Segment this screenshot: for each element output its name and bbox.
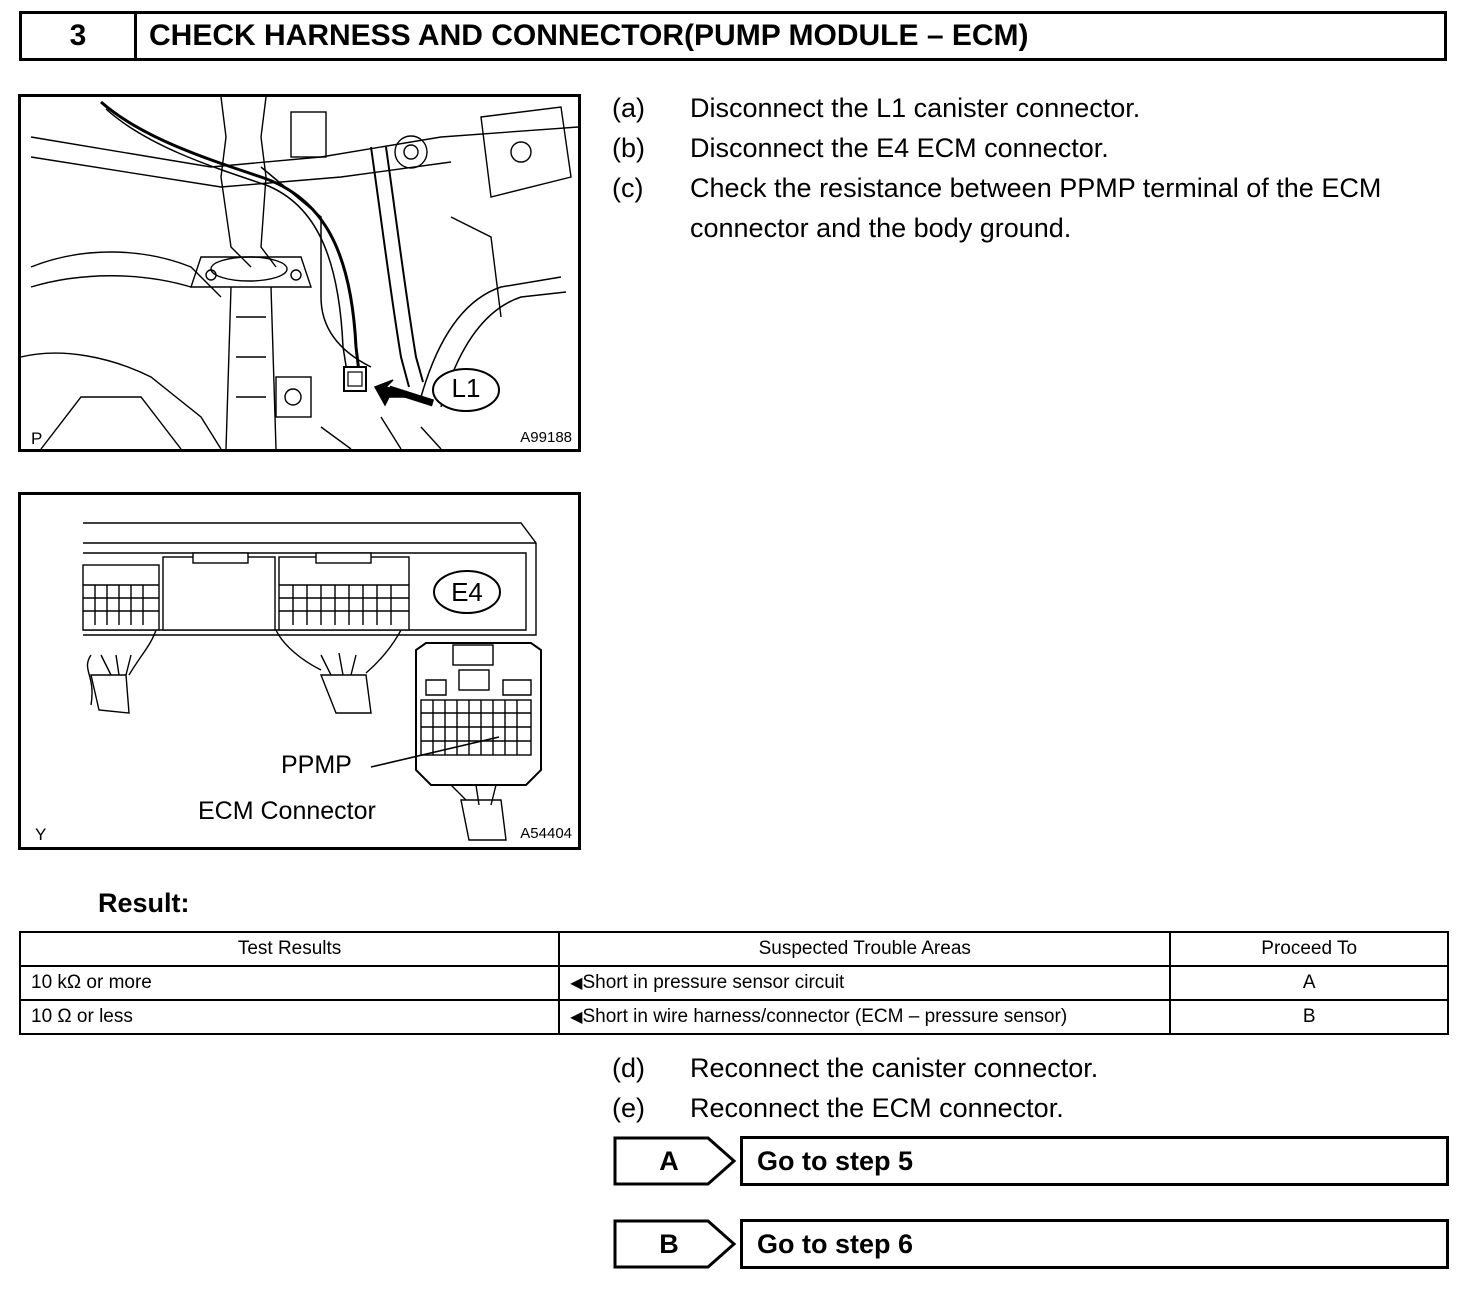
next-step-b[interactable]: B Go to step 6 — [613, 1219, 1449, 1269]
result-b-letter: B — [659, 1228, 679, 1259]
instruction-letter: (c) — [612, 173, 644, 203]
table-header-row: Test Results Suspected Trouble Areas Pro… — [18, 931, 1449, 967]
connector-label-e4: E4 — [451, 577, 483, 607]
pointer-arrow-icon: ◀ — [570, 975, 583, 992]
figure-canister-connector: L1 P A99188 — [18, 94, 581, 452]
figure-ecm-connector: E4 PPMP ECM Connector Y A54404 — [18, 492, 581, 850]
instructions-bottom: (d) Reconnect the canister connector. (e… — [612, 1048, 1457, 1128]
instruction-text: Reconnect the canister connector. — [690, 1053, 1099, 1083]
table-row: 10 Ω or less ◀Short in wire harness/conn… — [18, 999, 1449, 1035]
instruction-letter: (e) — [612, 1093, 645, 1123]
proceed-cell: B — [1169, 999, 1449, 1035]
ecm-connector-caption: ECM Connector — [198, 797, 376, 825]
next-step-a[interactable]: A Go to step 5 — [613, 1136, 1449, 1186]
result-b-arrow-icon — [613, 1219, 737, 1269]
terminal-label-ppmp: PPMP — [281, 751, 352, 779]
column-header: Proceed To — [1169, 931, 1449, 967]
instruction-item: (a) Disconnect the L1 canister connector… — [612, 88, 1457, 128]
column-header: Suspected Trouble Areas — [558, 931, 1172, 967]
proceed-cell: A — [1169, 965, 1449, 1001]
instruction-letter: (d) — [612, 1053, 645, 1083]
figure-id: A99188 — [520, 429, 572, 446]
go-to-step-6-link[interactable]: Go to step 6 — [740, 1219, 1449, 1269]
trouble-area-text: Short in wire harness/connector (ECM – p… — [582, 1006, 1068, 1027]
instruction-letter: (b) — [612, 133, 645, 163]
test-result-cell: 10 Ω or less — [18, 999, 561, 1035]
figure-corner-tag: P — [31, 429, 43, 448]
result-a-letter: A — [659, 1145, 679, 1176]
ecm-connector-drawing — [82, 522, 542, 841]
results-table: Test Results Suspected Trouble Areas Pro… — [18, 931, 1449, 1035]
result-label: Result: — [98, 888, 190, 918]
instruction-item: (d) Reconnect the canister connector. — [612, 1048, 1457, 1088]
trouble-area-cell: ◀Short in wire harness/connector (ECM – … — [558, 999, 1172, 1035]
instruction-letter: (a) — [612, 93, 645, 123]
go-to-step-5-link[interactable]: Go to step 5 — [740, 1136, 1449, 1186]
column-header: Test Results — [18, 931, 561, 967]
instruction-item: (e) Reconnect the ECM connector. — [612, 1088, 1457, 1128]
trouble-area-text: Short in pressure sensor circuit — [582, 972, 845, 993]
figure-id: A54404 — [520, 825, 572, 842]
step-number: 3 — [22, 14, 137, 58]
step-header: 3 CHECK HARNESS AND CONNECTOR(PUMP MODUL… — [19, 11, 1447, 61]
trouble-area-cell: ◀Short in pressure sensor circuit — [558, 965, 1172, 1001]
instruction-text: Check the resistance between PPMP termin… — [690, 173, 1382, 243]
pointer-arrow-icon: ◀ — [570, 1009, 583, 1026]
instruction-item: (b) Disconnect the E4 ECM connector. — [612, 128, 1457, 168]
engine-bay-drawing — [21, 97, 578, 449]
instruction-text: Disconnect the L1 canister connector. — [690, 93, 1141, 123]
instructions-top: (a) Disconnect the L1 canister connector… — [612, 88, 1457, 248]
step-title: CHECK HARNESS AND CONNECTOR(PUMP MODULE … — [149, 19, 1029, 52]
instruction-text: Disconnect the E4 ECM connector. — [690, 133, 1109, 163]
instruction-text: Reconnect the ECM connector. — [690, 1093, 1064, 1123]
instruction-item: (c) Check the resistance between PPMP te… — [612, 168, 1457, 248]
test-result-cell: 10 kΩ or more — [18, 965, 561, 1001]
figure-corner-tag: Y — [35, 825, 47, 844]
result-a-arrow-icon — [613, 1136, 737, 1186]
table-row: 10 kΩ or more ◀Short in pressure sensor … — [18, 965, 1449, 1001]
connector-label-l1: L1 — [451, 373, 481, 403]
